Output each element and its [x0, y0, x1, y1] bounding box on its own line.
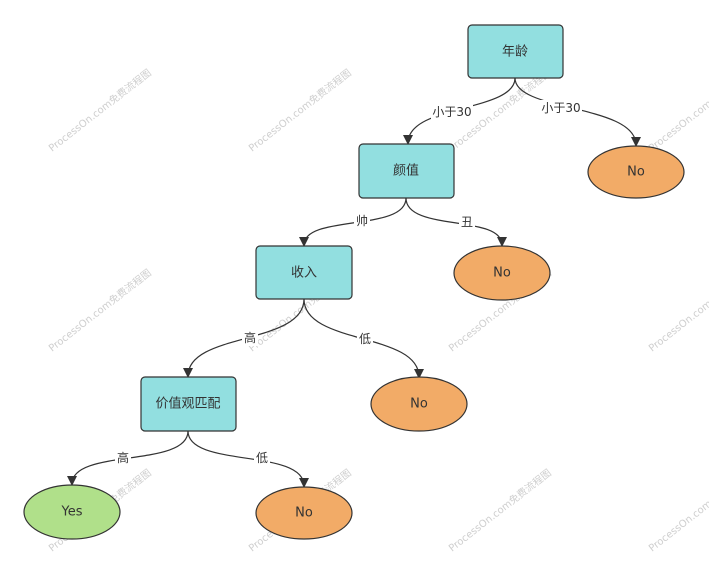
edge-label-age-no1: 小于30: [541, 101, 580, 115]
node-income[interactable]: 收入: [255, 245, 353, 300]
node-looks-label: 颜值: [393, 163, 419, 179]
edge-label-looks-income: 帅: [356, 214, 368, 228]
node-looks[interactable]: 颜值: [358, 143, 455, 199]
node-looks-shape: [358, 143, 455, 199]
edge-label-looks-no2: 丑: [461, 215, 473, 229]
edge-label-income-no3: 低: [359, 332, 371, 346]
node-age-shape: [467, 24, 564, 79]
edge-looks-no2: [405, 197, 507, 247]
node-yes-shape: [23, 484, 121, 540]
node-no4[interactable]: No: [255, 486, 353, 540]
node-values-label: 价值观匹配: [155, 396, 220, 412]
watermark: ProcessOn.com免费流程图: [46, 66, 154, 154]
node-income-shape: [255, 245, 353, 300]
node-no3-shape: [370, 376, 468, 432]
node-no2[interactable]: No: [453, 245, 551, 301]
node-age-label: 年龄: [502, 45, 528, 60]
edge-values-no4: [187, 430, 309, 488]
node-income-label: 收入: [291, 266, 317, 281]
watermark: ProcessOn.com免费流程图: [46, 266, 154, 354]
node-no4-shape: [255, 486, 353, 540]
watermark: ProcessOn.com免费流程图: [646, 266, 709, 354]
edge-label-values-no4: 低: [256, 451, 268, 465]
watermark: ProcessOn.com免费流程图: [646, 466, 709, 554]
node-no2-shape: [453, 245, 551, 301]
watermark: ProcessOn.com免费流程图: [646, 66, 709, 154]
edge-labels: 小于30 小于30 帅 丑 高 低 高 低: [115, 100, 582, 466]
node-yes-label: Yes: [61, 505, 83, 520]
edge-label-income-values: 高: [244, 330, 256, 345]
node-values-shape: [140, 376, 237, 432]
node-no2-label: No: [493, 266, 511, 281]
watermark-layer: ProcessOn.com免费流程图 ProcessOn.com免费流程图 Pr…: [46, 66, 709, 554]
node-no1-label: No: [627, 165, 645, 180]
node-no4-label: No: [295, 506, 313, 521]
watermark: ProcessOn.com免费流程图: [246, 66, 354, 154]
node-no1-shape: [587, 145, 685, 199]
edge-label-age-looks: 小于30: [432, 105, 471, 119]
node-no3[interactable]: No: [370, 376, 468, 432]
watermark: ProcessOn.com免费流程图: [446, 466, 554, 554]
edge-label-values-yes: 高: [117, 450, 129, 465]
node-yes[interactable]: Yes: [23, 484, 121, 540]
node-values[interactable]: 价值观匹配: [140, 376, 237, 432]
node-age[interactable]: 年龄: [467, 24, 564, 79]
node-no3-label: No: [410, 397, 428, 412]
node-no1[interactable]: No: [587, 145, 685, 199]
